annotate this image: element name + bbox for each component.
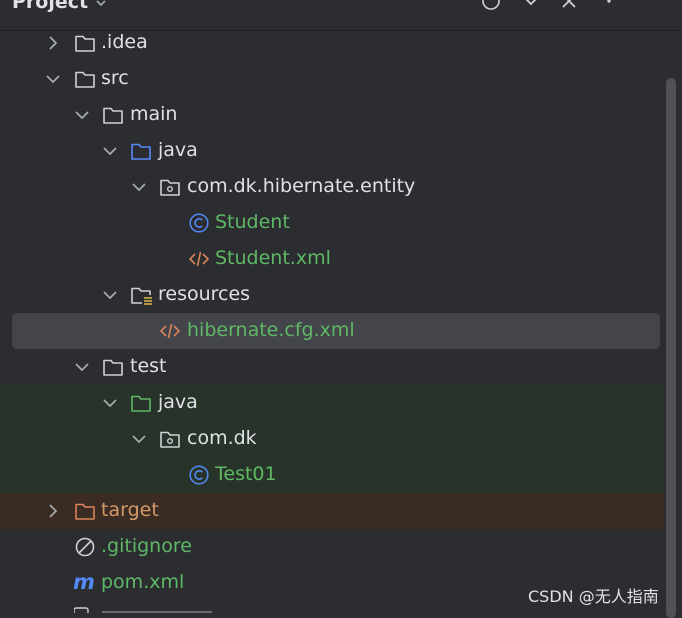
tree-row-test-java[interactable]: java [0,385,664,421]
tree-item-label: java [158,139,198,161]
class-icon [189,213,209,233]
tree-row-test[interactable]: test [0,349,664,385]
tree-row-test01-class[interactable]: Test01 [0,457,664,493]
chevron-down-icon[interactable] [101,394,119,412]
tree-row-target[interactable]: target [0,493,664,529]
svg-text:m: m [73,572,95,594]
vertical-scrollbar[interactable] [666,78,676,618]
chevron-right-icon[interactable] [44,34,62,52]
xml-icon [188,251,210,267]
tree-item-label: .idea [101,31,148,53]
tree-item-label: Student [215,211,290,233]
source-folder-icon [131,143,151,160]
folder-icon [103,359,123,376]
watermark: CSDN @无人指南 [528,587,659,606]
tree-row-idea[interactable]: .idea [0,25,664,61]
resources-folder-icon [131,287,152,305]
toolwindow-title[interactable]: Project [12,0,89,13]
xml-icon [159,323,181,339]
tree-item-label: pom.xml [101,571,185,593]
target-icon[interactable] [480,0,502,12]
tree-row-package-com-dk[interactable]: com.dk [0,421,664,457]
chevron-down-icon[interactable] [101,142,119,160]
maven-icon: m [73,572,95,594]
tree-row-main-java[interactable]: java [0,133,664,169]
chevron-down-icon[interactable] [130,178,148,196]
tree-item-label: com.dk [187,427,257,449]
tree-item-label: target [101,499,159,521]
cut-off-row-fragment [74,607,212,613]
folder-icon [103,107,123,124]
tree-row-gitignore[interactable]: .gitignore [0,529,664,565]
tree-item-label: main [130,103,178,125]
tree-row-student-class[interactable]: Student [0,205,664,241]
tree-row-hibernate-cfg-xml[interactable]: hibernate.cfg.xml [12,313,660,349]
chevron-right-icon[interactable] [44,502,62,520]
tree-item-label: resources [158,283,251,305]
tree-item-label: com.dk.hibernate.entity [187,175,416,197]
chevron-down-icon[interactable] [73,358,91,376]
tree-item-label: hibernate.cfg.xml [187,319,355,341]
title-dropdown-chevron-icon[interactable] [94,0,108,10]
class-icon [189,465,209,485]
tree-row-package-entity[interactable]: com.dk.hibernate.entity [0,169,664,205]
close-icon[interactable] [558,0,580,12]
package-icon [160,431,180,448]
chevron-down-icon[interactable] [520,0,542,12]
test-source-folder-icon [131,395,151,412]
tree-row-student-xml[interactable]: Student.xml [0,241,664,277]
project-toolwindow-header: Project [0,0,682,31]
tree-item-label: test [130,355,167,377]
package-icon [160,179,180,196]
tree-item-label: java [158,391,198,413]
excluded-folder-icon [75,503,95,520]
folder-icon [75,35,95,52]
more-icon[interactable] [598,0,620,12]
tree-row-main[interactable]: main [0,97,664,133]
chevron-down-icon[interactable] [130,430,148,448]
tree-row-resources[interactable]: resources [0,277,664,313]
chevron-down-icon[interactable] [44,70,62,88]
folder-icon [75,71,95,88]
ignore-icon [75,537,95,557]
tree-row-pom-xml[interactable]: m pom.xml [0,565,664,601]
chevron-down-icon[interactable] [101,286,119,304]
chevron-down-icon[interactable] [73,106,91,124]
tree-row-src[interactable]: src [0,61,664,97]
tree-item-label: .gitignore [101,535,192,557]
tree-item-label: Student.xml [215,247,331,269]
tree-item-label: src [101,67,129,89]
tree-item-label: Test01 [215,463,277,485]
